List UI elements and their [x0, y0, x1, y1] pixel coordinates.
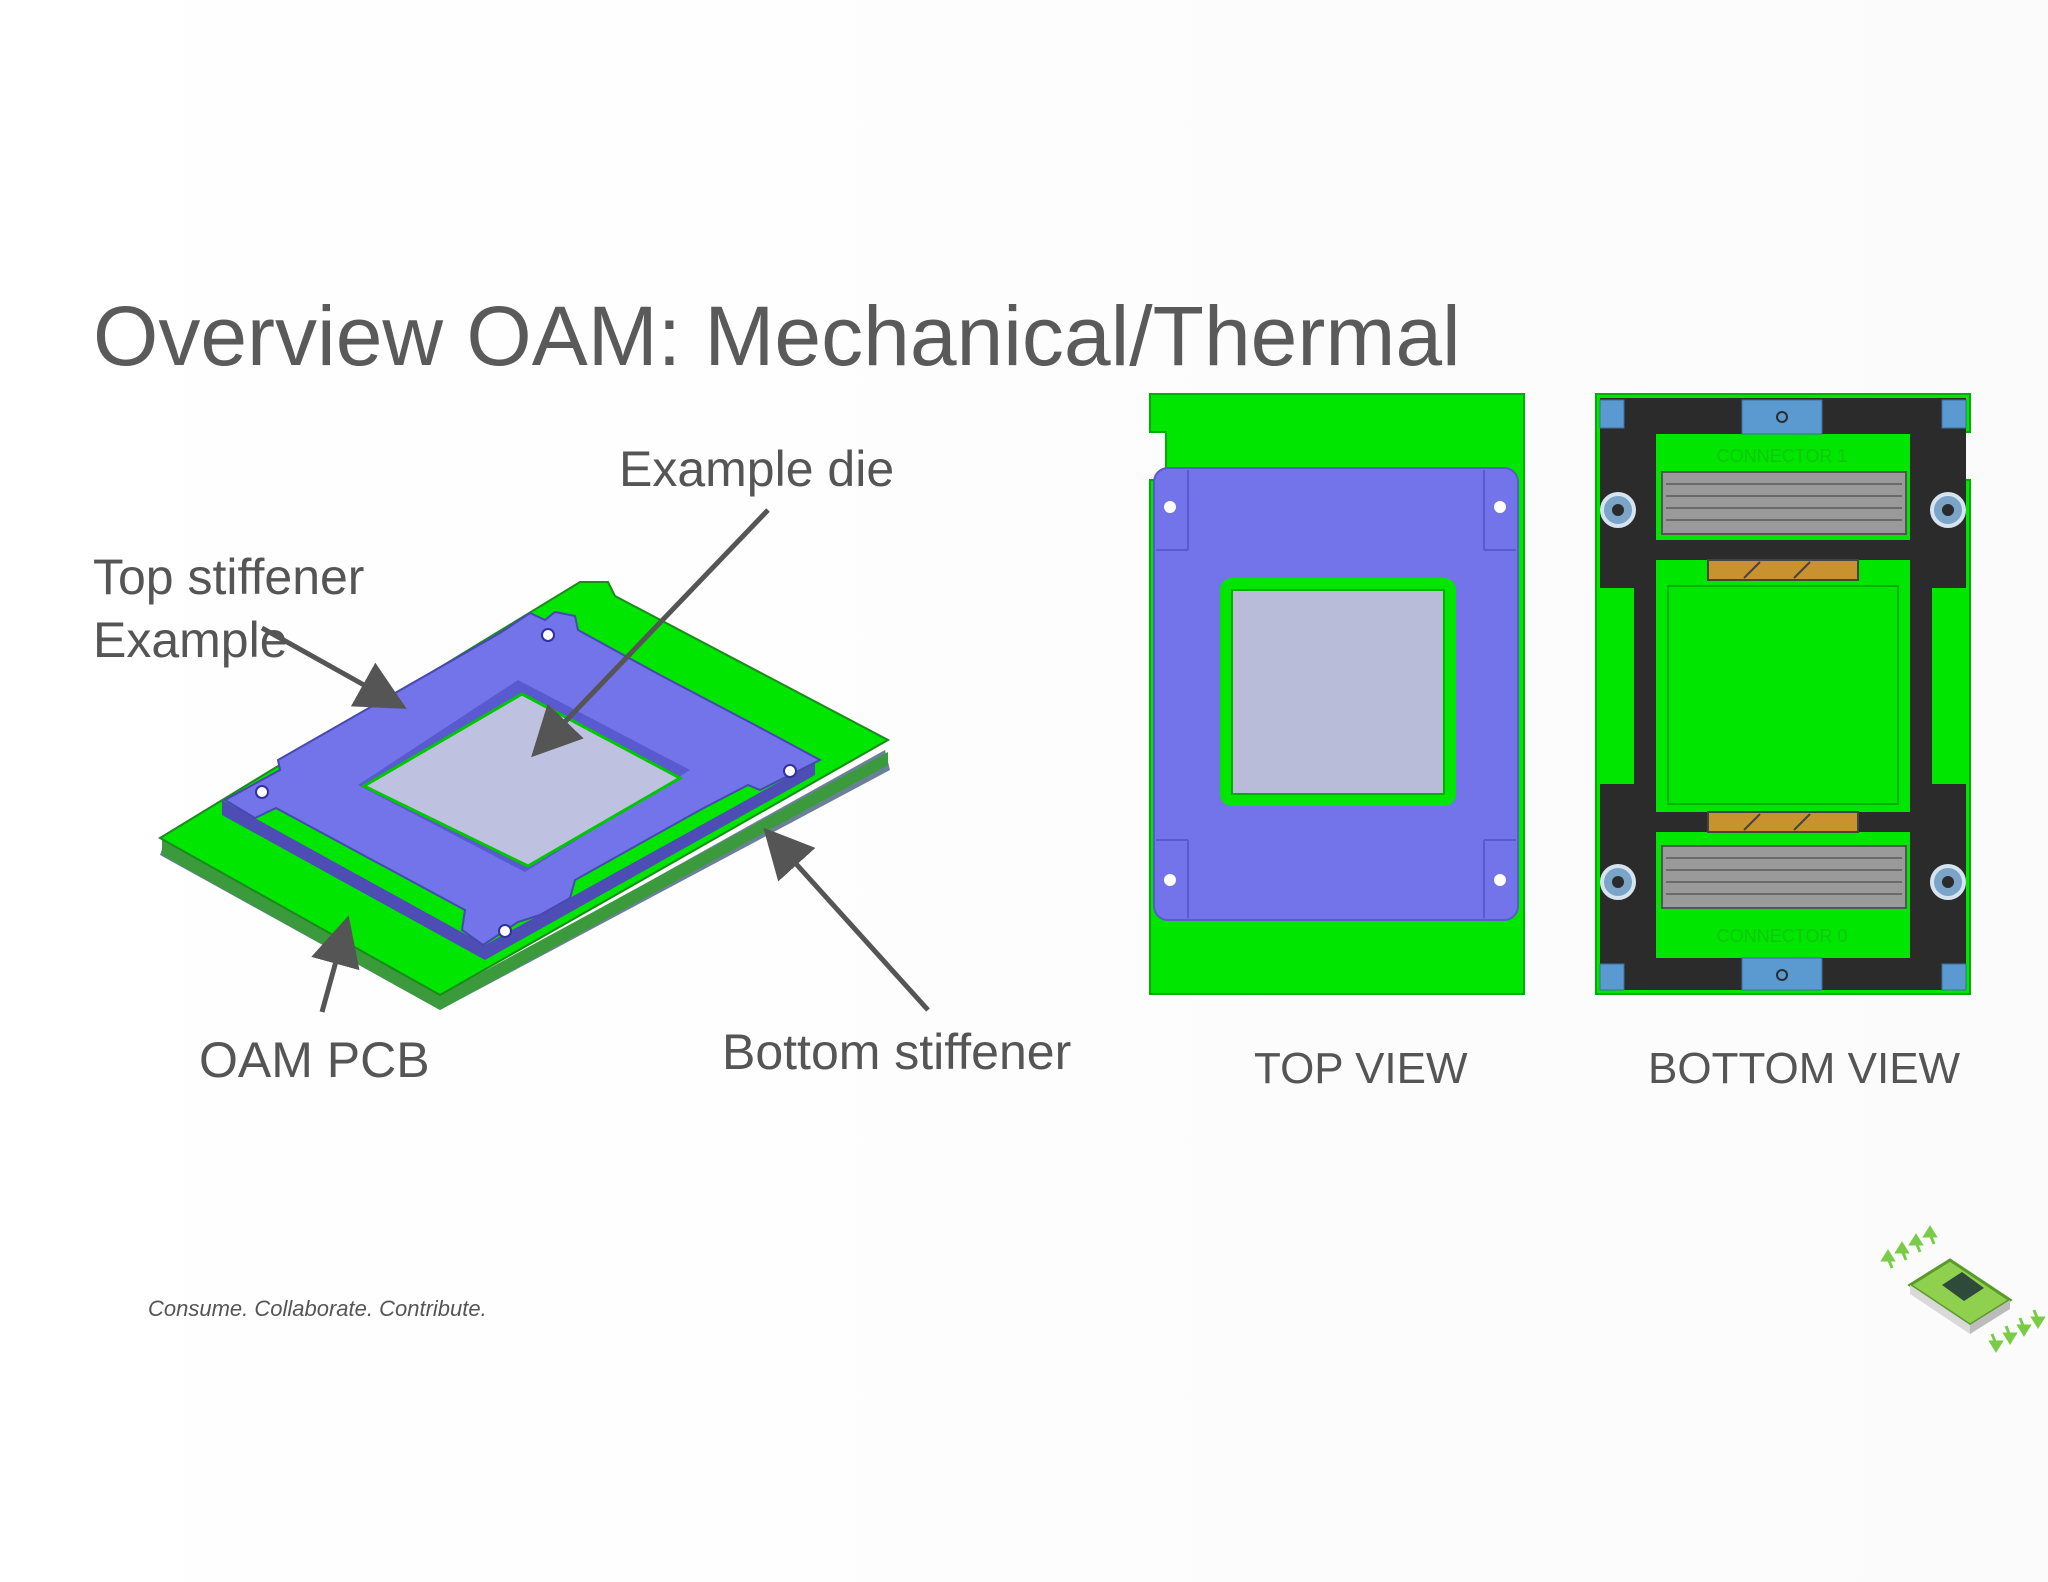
mount-hole-icon: [541, 628, 555, 642]
top-view-die: [1231, 589, 1445, 795]
slide-title: Overview OAM: Mechanical/Thermal: [93, 289, 1461, 383]
oam-pcb-arrow: [311, 915, 360, 1013]
bottom-stiffener-arrow: [763, 827, 930, 1012]
example-die-shape: [360, 692, 684, 868]
mount-hole-icon: [1494, 501, 1506, 513]
oam-chip-logo-icon: [1880, 1225, 2046, 1353]
bottom-stiffener-label: Bottom stiffener: [722, 1024, 1072, 1080]
example-die-label: Example die: [619, 441, 895, 497]
top-view-label: TOP VIEW: [1254, 1044, 1468, 1093]
bottom-view-label: BOTTOM VIEW: [1648, 1044, 1961, 1093]
bottom-view-center: [1667, 585, 1899, 805]
connector-1-text: CONNECTOR 1: [1717, 446, 1848, 466]
tagline: Consume. Collaborate. Contribute.: [148, 1296, 487, 1321]
connector-0-text: CONNECTOR 0: [1717, 926, 1848, 946]
gold-strip-bottom: [1707, 811, 1859, 833]
gold-strip-top: [1707, 559, 1859, 581]
top-stiffener-label: Top stiffener: [93, 549, 365, 605]
mount-hole-icon: [1164, 874, 1176, 886]
mount-hole-icon: [1494, 874, 1506, 886]
top-stiffener-label-line2: Example: [93, 612, 288, 668]
top-view-diagram: [1149, 393, 1525, 995]
bottom-view-diagram: CONNECTOR 1 CONNECTOR 0: [1595, 393, 1971, 995]
bottom-view-frame: [1600, 398, 1966, 990]
connector-0-shape: [1661, 845, 1907, 909]
mount-hole-icon: [255, 785, 269, 799]
example-die-arrow: [531, 508, 770, 758]
mount-hole-icon: [498, 924, 512, 938]
top-stiffener-arrow: [260, 625, 407, 709]
oam-pcb-label: OAM PCB: [199, 1032, 430, 1088]
connector-1-shape: [1661, 471, 1907, 535]
mount-hole-icon: [783, 764, 797, 778]
mount-hole-icon: [1164, 501, 1176, 513]
